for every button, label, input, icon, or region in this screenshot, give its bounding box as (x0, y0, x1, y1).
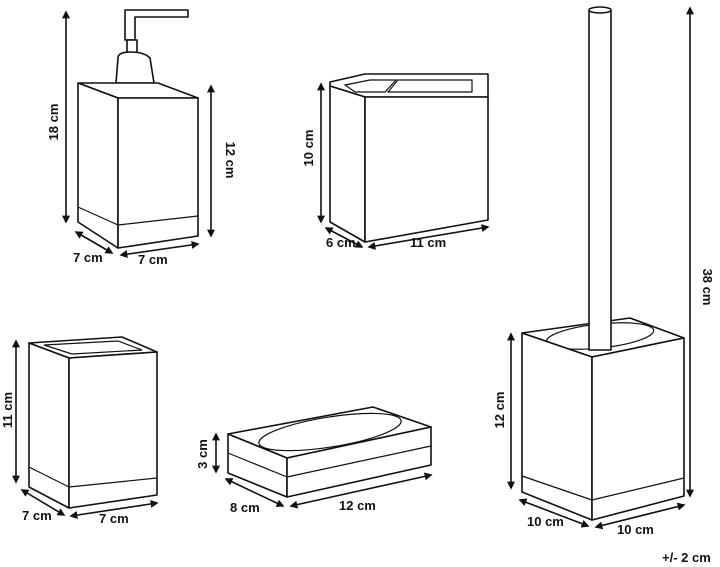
dimension-lines (12, 6, 694, 530)
toothbrush-holder-depth-label: 6 cm (326, 235, 356, 250)
dimension-labels: 18 cm 12 cm 7 cm 7 cm 10 cm 6 cm 11 cm 1… (0, 104, 715, 565)
soap-dish (227, 406, 432, 498)
toilet-brush (521, 6, 685, 521)
toilet-brush-holder-height-label: 12 cm (492, 392, 507, 429)
tolerance-note: +/- 2 cm (662, 550, 711, 565)
tumbler-depth-label: 7 cm (22, 508, 52, 523)
toilet-brush-height-label: 38 cm (700, 269, 715, 306)
soap-dispenser (77, 9, 199, 249)
tumbler-width-label: 7 cm (99, 511, 129, 526)
toilet-brush-depth-label: 10 cm (527, 514, 564, 529)
soap-dispenser-width-label: 7 cm (138, 252, 168, 267)
soap-dish-height-label: 3 cm (195, 439, 210, 469)
soap-dispenser-body-height-label: 12 cm (223, 142, 238, 179)
soap-dispenser-height-label: 18 cm (46, 104, 61, 141)
soap-dish-depth-label: 8 cm (230, 500, 260, 515)
toilet-brush-width-label: 10 cm (617, 522, 654, 537)
toothbrush-holder (329, 73, 489, 243)
soap-dispenser-depth-label: 7 cm (73, 250, 103, 265)
soap-dish-width-label: 12 cm (339, 498, 376, 513)
tumbler-height-label: 11 cm (0, 392, 15, 428)
toothbrush-holder-width-label: 11 cm (410, 235, 446, 250)
tumbler (28, 336, 158, 509)
toothbrush-holder-height-label: 10 cm (301, 130, 316, 167)
